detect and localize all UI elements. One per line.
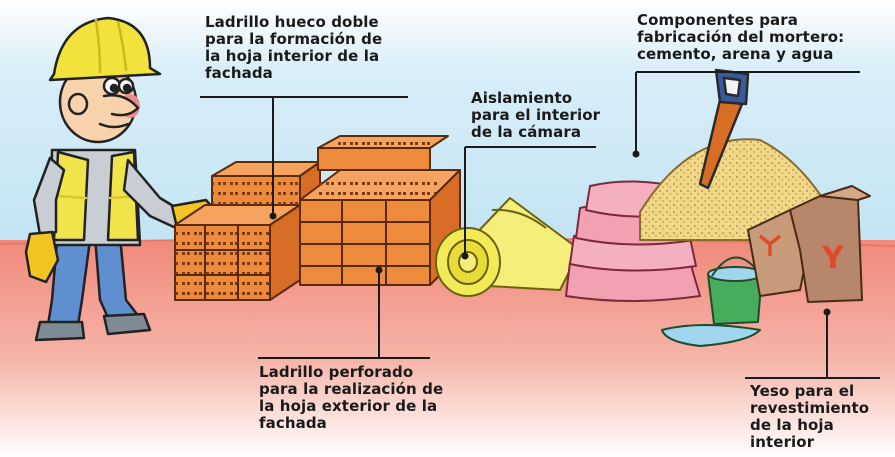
plaster-bag-icon: Y	[747, 185, 871, 303]
label-mortar: Componentes para fabricación del mortero…	[637, 11, 845, 63]
label-outer-brick: Ladrillo perforado para la realización d…	[259, 363, 444, 432]
plaster-bag-mark: Y	[821, 241, 845, 276]
label-inner-brick: Ladrillo hueco doble para la formación d…	[205, 13, 383, 82]
leader-lines	[200, 71, 880, 379]
worker-figure	[24, 16, 220, 342]
label-insulation: Aislamiento para el interior de la cámar…	[471, 89, 601, 141]
label-plaster: Yeso para el revestimiento de la hoja in…	[750, 382, 870, 451]
shovel-icon	[698, 68, 750, 190]
bucket-icon	[661, 256, 763, 347]
